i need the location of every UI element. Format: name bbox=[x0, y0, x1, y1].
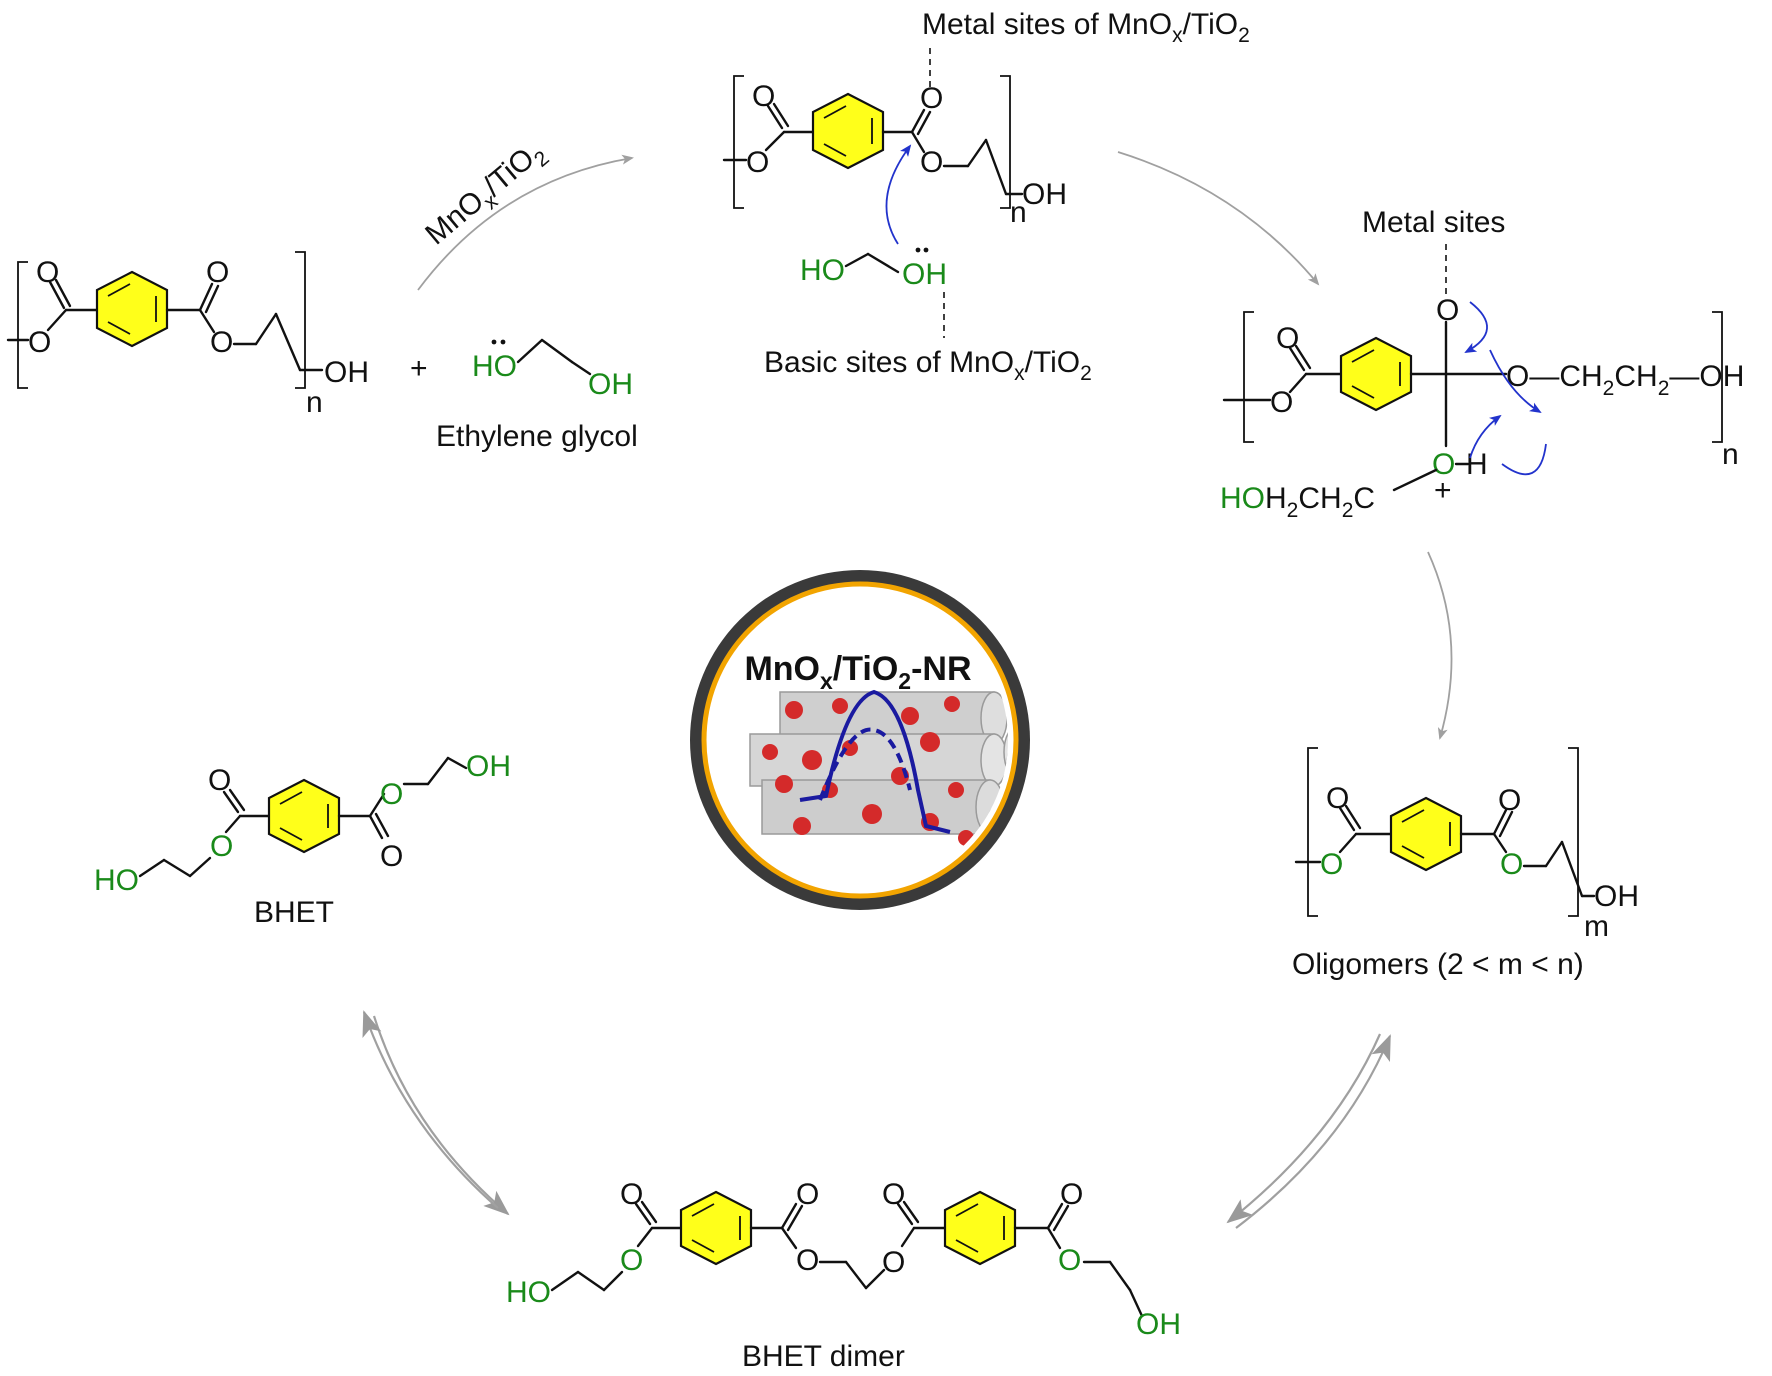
bhet: HO O O O O OH BHET bbox=[94, 750, 511, 929]
electron-arrow bbox=[1464, 301, 1488, 353]
atom-o: O bbox=[1060, 1178, 1083, 1211]
atom-o: O bbox=[1432, 448, 1455, 481]
bhet-dimer-label: BHET dimer bbox=[742, 1340, 905, 1373]
catalyst-title: MnOx/TiO2-NR bbox=[744, 650, 971, 694]
atom-o: O bbox=[208, 764, 231, 797]
benzene-ring bbox=[267, 778, 341, 854]
atom-o: O bbox=[380, 778, 403, 811]
oligomers-label: Oligomers (2 < m < n) bbox=[1292, 948, 1584, 981]
atom-ho: HO bbox=[506, 1276, 551, 1309]
benzene-ring bbox=[1339, 336, 1413, 412]
atom-o: O bbox=[210, 830, 233, 863]
atom-o: O bbox=[1270, 386, 1293, 419]
atom-oh: OH bbox=[902, 258, 947, 291]
atom-o: O bbox=[380, 840, 403, 873]
positive-charge: + bbox=[1434, 474, 1452, 507]
atom-o: O bbox=[620, 1244, 643, 1277]
catalyst-badge: MnOx/TiO2-NR bbox=[690, 570, 1030, 910]
ch2ch2-chain: O—CH2CH2—OH bbox=[1506, 360, 1744, 400]
oligomers: O O O O OH m Oligomers (2 < m < n) bbox=[1292, 747, 1639, 981]
atom-o: O bbox=[1058, 1244, 1081, 1277]
flow-arrow bbox=[1427, 551, 1453, 740]
atom-o: O bbox=[1500, 848, 1523, 881]
atom-o: O bbox=[746, 146, 769, 179]
atom-ho: HO bbox=[472, 350, 517, 383]
tetrahedral-intermediate: Metal sites O O O O—CH2CH2—OH n O H + HO… bbox=[1220, 206, 1744, 522]
atom-o: O bbox=[752, 80, 775, 113]
hoch2ch2c-chain: HOH2CH2C bbox=[1220, 482, 1375, 522]
atom-o: O bbox=[620, 1178, 643, 1211]
atom-o: O bbox=[796, 1178, 819, 1211]
equilibrium-right bbox=[1226, 1033, 1392, 1229]
atom-h: H bbox=[1466, 448, 1488, 481]
profile-curve-dashed bbox=[818, 727, 912, 801]
benzene-ring bbox=[1389, 796, 1463, 872]
atom-o: O bbox=[28, 326, 51, 359]
profile-curve-solid bbox=[799, 689, 951, 834]
bhet-dimer: HO O O O O O O O O bbox=[506, 1178, 1181, 1373]
subscript-n: n bbox=[1010, 196, 1027, 229]
basic-sites-label: Basic sites of MnOx/TiO2 bbox=[764, 346, 1092, 385]
atom-oh: OH bbox=[466, 750, 511, 783]
benzene-ring bbox=[679, 1190, 753, 1266]
atom-o: O bbox=[1320, 848, 1343, 881]
atom-o: O bbox=[1276, 322, 1299, 355]
electron-arrow bbox=[1469, 414, 1502, 459]
atom-o: O bbox=[882, 1178, 905, 1211]
atom-o: O bbox=[1436, 294, 1459, 327]
benzene-ring bbox=[95, 270, 169, 348]
plus-sign: + bbox=[410, 352, 428, 385]
benzene-ring bbox=[811, 92, 885, 170]
subscript-n: n bbox=[306, 386, 323, 419]
atom-oh: OH bbox=[1136, 1308, 1181, 1341]
atom-oh: OH bbox=[324, 356, 369, 389]
atom-oh: OH bbox=[1594, 880, 1639, 913]
benzene-ring bbox=[943, 1190, 1017, 1266]
catalyst-arrow bbox=[417, 154, 634, 291]
atom-o: O bbox=[210, 326, 233, 359]
atom-oh: OH bbox=[1022, 178, 1067, 211]
nanorod bbox=[749, 723, 1008, 787]
metal-sites-top-label: Metal sites of MnOx/TiO2 bbox=[922, 8, 1250, 47]
electron-arrow bbox=[1489, 349, 1542, 414]
atom-o: O bbox=[1498, 784, 1521, 817]
subscript-n: n bbox=[1722, 438, 1739, 471]
atom-o: O bbox=[796, 1244, 819, 1277]
equilibrium-left bbox=[362, 1010, 510, 1216]
atom-o: O bbox=[882, 1246, 905, 1279]
atom-o: O bbox=[206, 256, 229, 289]
electron-arrow bbox=[1501, 443, 1547, 476]
atom-ho: HO bbox=[800, 254, 845, 287]
metal-sites-label: Metal sites bbox=[1362, 206, 1505, 239]
bhet-label: BHET bbox=[254, 896, 334, 929]
catalyst-arrow-label: MnOx/TiO2 bbox=[419, 134, 553, 256]
flow-arrow bbox=[1117, 151, 1320, 286]
subscript-m: m bbox=[1584, 910, 1609, 943]
pet-polymer-left: O O O O OH n bbox=[6, 251, 369, 419]
atom-o: O bbox=[920, 146, 943, 179]
atom-o: O bbox=[36, 256, 59, 289]
nucleophilic-attack-arrow bbox=[885, 144, 912, 245]
ethylene-glycol: HO OH Ethylene glycol bbox=[436, 338, 638, 453]
pet-adsorbed: Metal sites of MnOx/TiO2 O O O O OH n HO… bbox=[722, 8, 1250, 385]
atom-ho: HO bbox=[94, 864, 139, 897]
ethylene-glycol-label: Ethylene glycol bbox=[436, 420, 638, 453]
atom-oh: OH bbox=[588, 368, 633, 401]
atom-o: O bbox=[1326, 782, 1349, 815]
atom-o: O bbox=[920, 82, 943, 115]
